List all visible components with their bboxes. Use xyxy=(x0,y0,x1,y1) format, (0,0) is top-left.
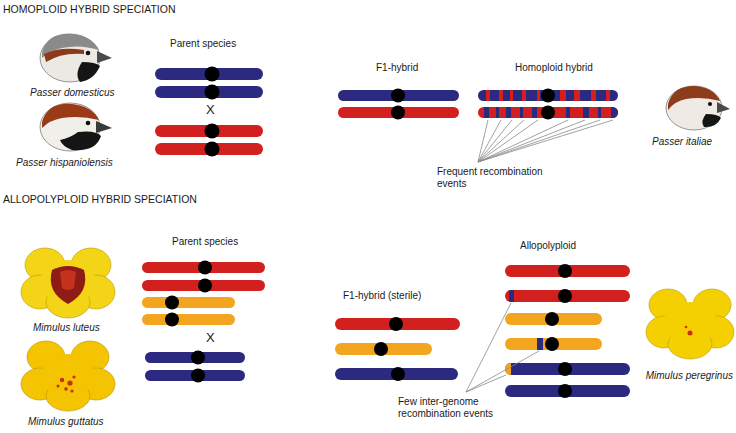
section-heading: ALLOPOLYPLOID HYBRID SPECIATION xyxy=(3,193,197,205)
stage-label: F1-hybrid (sterile) xyxy=(343,290,421,302)
sparrow-italiae xyxy=(666,86,730,130)
chromosomes-homoploid xyxy=(478,89,618,120)
species-name: Passer domesticus xyxy=(30,87,114,99)
leader-lines-top xyxy=(478,120,613,162)
chromosomes-parent-top xyxy=(155,67,263,157)
chromosomes-parent-bottom xyxy=(142,261,265,383)
leader-lines-bottom xyxy=(466,303,539,392)
species-name: Mimulus luteus xyxy=(33,322,100,334)
chromosomes-f1-top xyxy=(338,89,459,120)
stage-label: Parent species xyxy=(170,38,236,50)
cross-symbol: X xyxy=(206,331,215,346)
flower-peregrinus xyxy=(646,289,734,359)
species-name: Passer hispaniolensis xyxy=(16,157,113,169)
flower-luteus xyxy=(21,248,115,318)
sparrow-hispaniolensis xyxy=(40,103,112,151)
chromosomes-allopolyploid xyxy=(505,264,630,398)
chromosomes-f1-bottom xyxy=(335,317,460,381)
species-name: Mimulus guttatus xyxy=(28,416,104,428)
cross-symbol: X xyxy=(206,103,215,118)
sparrow-domesticus xyxy=(40,34,112,82)
annotation: Frequent recombination events xyxy=(437,166,567,189)
species-name: Passer italiae xyxy=(652,136,712,148)
stage-label: Homoploid hybrid xyxy=(515,62,593,74)
flower-guttatus xyxy=(21,341,115,411)
annotation: Few inter-genome recombination events xyxy=(398,396,506,419)
stage-label: Parent species xyxy=(172,236,238,248)
species-name: Mimulus peregrinus xyxy=(646,370,733,382)
stage-label: F1-hybrid xyxy=(376,62,418,74)
section-heading: HOMOPLOID HYBRID SPECIATION xyxy=(3,3,176,15)
stage-label: Allopolyploid xyxy=(520,240,576,252)
